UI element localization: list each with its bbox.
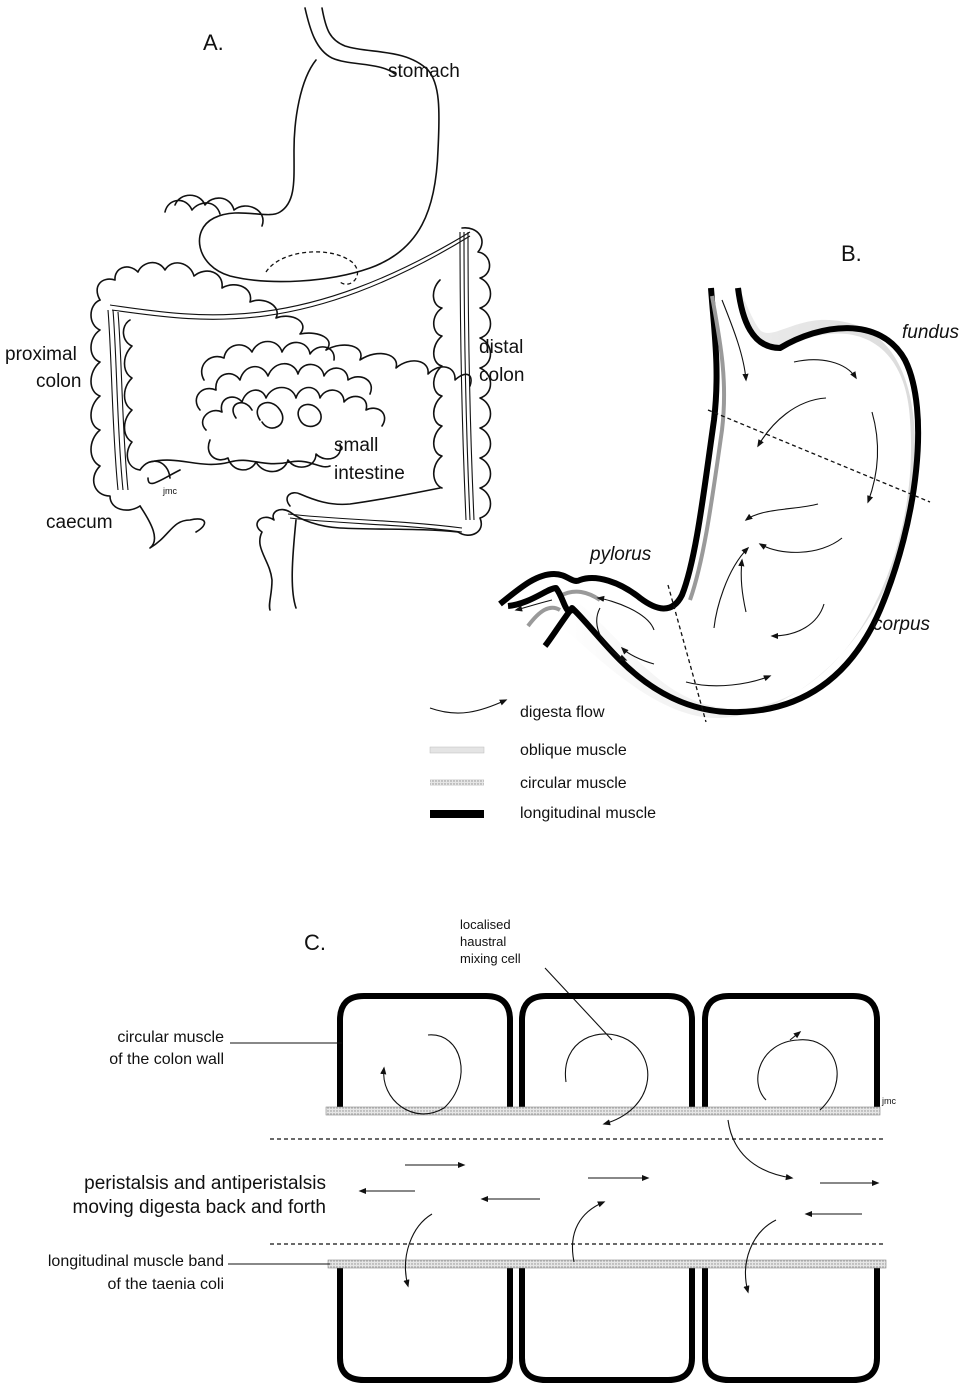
panel-b-legend: digesta flow oblique muscle circular mus… xyxy=(430,700,656,822)
legend-digesta-flow-label: digesta flow xyxy=(520,704,605,721)
peristalsis-label-2: moving digesta back and forth xyxy=(73,1197,327,1218)
legend-oblique-label: oblique muscle xyxy=(520,742,627,759)
flow-arrow xyxy=(760,538,842,552)
mixing-cell-label-2: haustral xyxy=(460,934,506,949)
legend-digesta-flow-swatch xyxy=(430,700,506,713)
haustra-upper-cell-1 xyxy=(340,996,510,1110)
taenia-distal xyxy=(460,232,474,520)
legend-circular-label: circular muscle xyxy=(520,775,627,792)
transverse-colon xyxy=(97,195,471,386)
fundus-corpus-boundary xyxy=(708,410,930,502)
legend-longitudinal-label: longitudinal muscle xyxy=(520,805,656,822)
proximal-colon-outline xyxy=(91,300,140,510)
small-intestine-label-1: small xyxy=(334,435,378,456)
haustra-lower-cell-3 xyxy=(705,1265,877,1380)
panel-b: B. fundus pylorus corpus dige xyxy=(430,241,960,822)
taenia-coli-band xyxy=(328,1260,886,1268)
corpus-label: corpus xyxy=(873,614,931,635)
haustra-upper-cell-2 xyxy=(522,996,692,1110)
flow-arrow xyxy=(728,1120,792,1178)
mixing-circle-1 xyxy=(384,1035,461,1114)
panel-c-initials: jmc xyxy=(881,1096,896,1106)
longitudinal-band-label-2: of the taenia coli xyxy=(107,1276,224,1293)
small-intestine-coils xyxy=(233,403,321,428)
proximal-colon-label-2: colon xyxy=(36,371,81,392)
mixing-cell-label-3: mixing cell xyxy=(460,951,521,966)
legend-circular-swatch xyxy=(430,779,484,786)
mixing-circle-3 xyxy=(758,1032,837,1110)
circular-muscle-label-2: of the colon wall xyxy=(109,1051,224,1068)
panel-a-initials: jmc xyxy=(162,486,177,496)
flow-arrow xyxy=(758,398,826,446)
oesophagus-stomach-outline xyxy=(199,8,439,282)
panel-a: A. stomach jmc proximal colon distal col… xyxy=(5,8,524,610)
flow-arrow xyxy=(746,504,818,520)
flow-arrow xyxy=(714,548,748,628)
transverse-colon-lower xyxy=(165,200,220,214)
flow-arrow xyxy=(794,360,856,378)
panel-c: C. localised haustral mixing cell jmc xyxy=(48,917,897,1380)
haustra-lower-cell-2 xyxy=(522,1265,692,1380)
flow-arrow xyxy=(405,1214,432,1286)
fundus-label: fundus xyxy=(902,322,960,343)
flow-arrow xyxy=(746,1220,776,1292)
haustra-lower-cell-1 xyxy=(340,1265,510,1380)
flow-arrow xyxy=(686,676,770,686)
mixing-cell-leader xyxy=(545,968,612,1040)
small-intestine-label-2: intestine xyxy=(334,463,405,484)
legend-oblique-swatch xyxy=(430,747,484,753)
panel-c-label: C. xyxy=(304,930,326,955)
panel-a-label: A. xyxy=(203,30,224,55)
caecum-label: caecum xyxy=(46,512,113,533)
flow-arrow xyxy=(868,412,878,502)
panel-b-label: B. xyxy=(841,241,862,266)
proximal-colon-label-1: proximal xyxy=(5,344,77,365)
peristalsis-label-1: peristalsis and antiperistalsis xyxy=(84,1173,326,1194)
flow-arrow xyxy=(772,604,824,636)
legend-longitudinal-swatch xyxy=(430,810,484,818)
circular-muscle-label-1: circular muscle xyxy=(117,1029,224,1046)
pylorus-label: pylorus xyxy=(589,544,652,565)
stomach-label: stomach xyxy=(388,61,460,82)
haustra-upper-cell-3 xyxy=(705,996,877,1110)
distal-colon-label-1: distal xyxy=(479,337,523,358)
sigmoid-rectum-outline xyxy=(257,488,458,610)
longitudinal-band-label-1: longitudinal muscle band xyxy=(48,1253,224,1270)
flow-arrow xyxy=(741,560,746,612)
flow-arrow xyxy=(572,1202,604,1262)
mixing-cell-label-1: localised xyxy=(460,917,511,932)
distal-colon-label-2: colon xyxy=(479,365,524,386)
taenia-transverse xyxy=(110,232,470,319)
